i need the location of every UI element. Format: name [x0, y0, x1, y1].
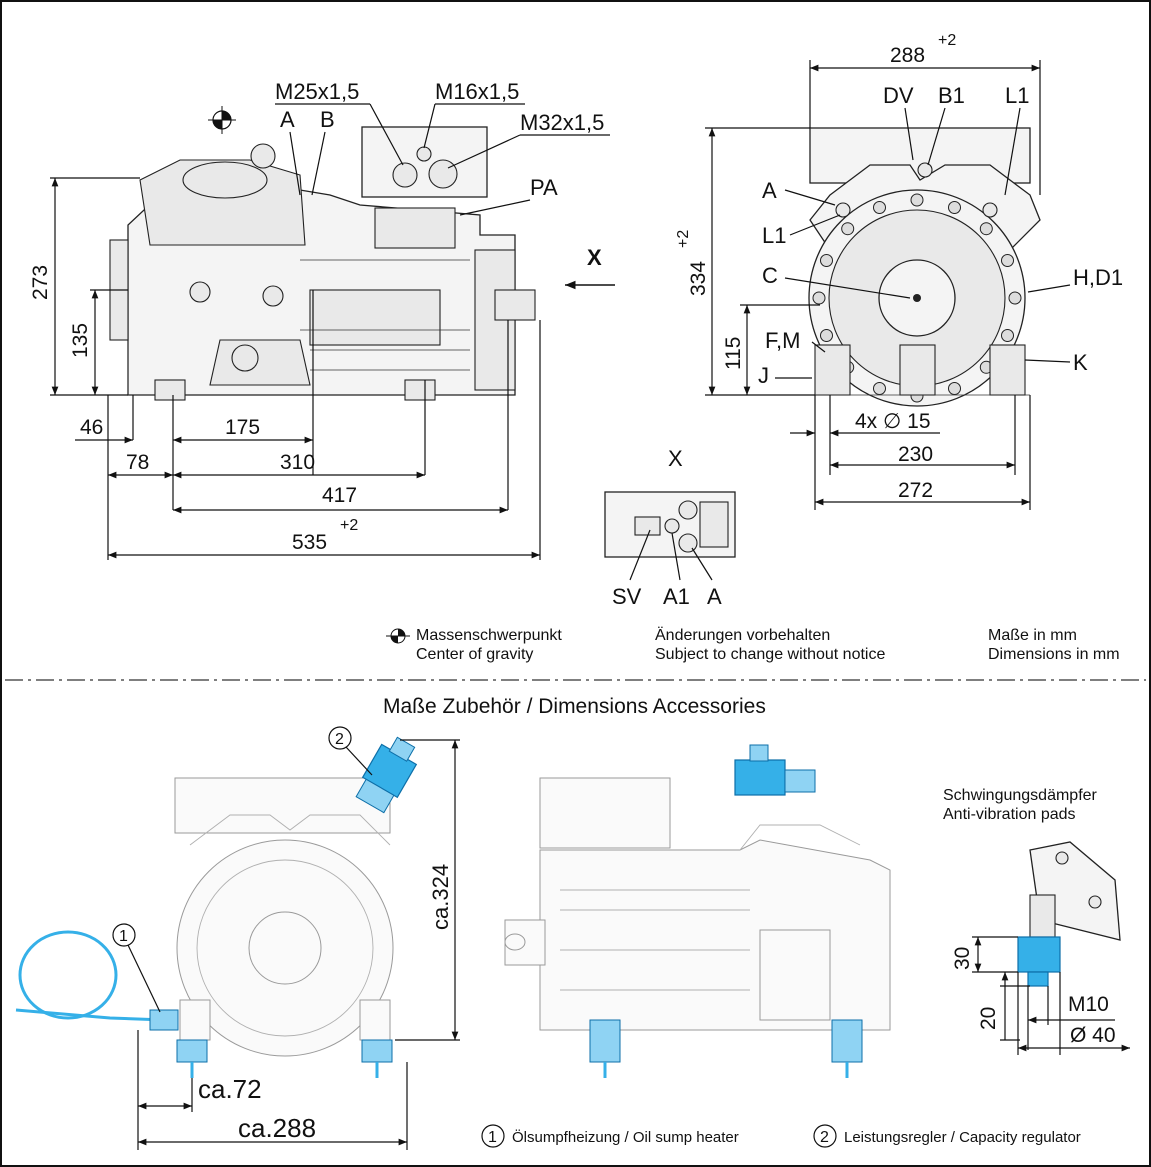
callout-1-circle — [112, 923, 136, 947]
bolt-hole — [1001, 254, 1014, 267]
dim-ca288: ca.288 — [238, 1113, 316, 1143]
dim-78: 78 — [126, 451, 149, 474]
bolt-hole — [948, 382, 961, 395]
dim-ca72: ca.72 — [198, 1074, 262, 1104]
port-label-pa: PA — [530, 175, 558, 200]
side-view-drawing — [109, 126, 536, 401]
callout-1: 1 — [119, 928, 128, 945]
callout-2-circle — [328, 726, 352, 750]
pad-detail-drawing — [1017, 841, 1121, 987]
bolt-hole — [910, 193, 924, 207]
oil-sump-heater — [15, 930, 179, 1031]
footer-callout-2-circle — [813, 1124, 837, 1148]
detail-label-a1: A1 — [663, 584, 690, 609]
bolt-hole — [820, 254, 833, 267]
bolt-hole — [873, 201, 886, 214]
bolt-hole — [1008, 291, 1022, 305]
footer-callout-2: 2 — [820, 1129, 829, 1146]
side-view-dimensions — [50, 177, 541, 560]
legend-change-en: Subject to change without notice — [655, 646, 885, 663]
bolt-hole — [841, 222, 855, 236]
bolt-hole — [873, 382, 886, 395]
label-c: C — [762, 263, 778, 288]
pad-dim-20: 20 — [977, 1007, 1000, 1030]
bolt-hole — [1001, 329, 1014, 342]
dim-46: 46 — [80, 416, 103, 439]
legend-cog-de: Massenschwerpunkt — [416, 627, 562, 644]
bolt-hole — [820, 329, 833, 342]
port-label-m25: M25x1,5 — [275, 79, 359, 104]
dim-288: 288 — [890, 44, 925, 67]
accessory-feet — [176, 1039, 393, 1078]
label-k: K — [1073, 350, 1088, 375]
center-of-gravity-icon — [208, 106, 236, 134]
pads-title-en: Anti-vibration pads — [943, 806, 1076, 823]
bolt-hole — [812, 291, 826, 305]
dim-535-tolerance: +2 — [340, 517, 358, 534]
dim-272: 272 — [898, 479, 933, 502]
detail-label-a: A — [707, 584, 722, 609]
footer-capacity-regulator: Leistungsregler / Capacity regulator — [844, 1129, 1081, 1146]
dim-135: 135 — [69, 323, 92, 358]
label-b1: B1 — [938, 83, 965, 108]
end-view-drawing — [808, 127, 1041, 407]
legend-cog-en: Center of gravity — [416, 646, 533, 663]
pad-dimensions — [972, 936, 1130, 1055]
label-j: J — [758, 363, 769, 388]
label-l1-top: L1 — [1005, 83, 1029, 108]
accessory-side-view — [504, 777, 891, 1031]
port-label-a: A — [280, 107, 295, 132]
view-x-label: X — [587, 245, 602, 270]
bolt-hole — [948, 201, 961, 214]
dim-334-tolerance: +2 — [675, 230, 692, 248]
dim-288-tolerance: +2 — [938, 32, 956, 49]
label-f-m: F,M — [765, 328, 800, 353]
label-l1-left: L1 — [762, 223, 786, 248]
dim-273: 273 — [29, 265, 52, 300]
port-label-m32: M32x1,5 — [520, 110, 604, 135]
legend-change-de: Änderungen vorbehalten — [655, 626, 830, 644]
dim-4x-hole: 4x ∅ 15 — [855, 410, 931, 433]
dim-310: 310 — [280, 451, 315, 474]
accessory-end-view — [174, 777, 394, 1057]
port-label-m16: M16x1,5 — [435, 79, 519, 104]
dim-ca324: ca.324 — [428, 864, 453, 930]
accessory-side-regulator — [734, 744, 816, 796]
label-dv: DV — [883, 83, 914, 108]
accessory-side-feet — [589, 1019, 863, 1078]
legend-units-de: Maße in mm — [988, 627, 1077, 644]
capacity-regulator — [355, 736, 418, 814]
dim-535: 535 — [292, 531, 327, 554]
port-label-b: B — [320, 107, 335, 132]
pad-dim-d40: Ø 40 — [1070, 1024, 1116, 1047]
dim-417: 417 — [322, 484, 357, 507]
dim-230: 230 — [898, 443, 933, 466]
pad-dim-m10: M10 — [1068, 993, 1109, 1016]
dim-175: 175 — [225, 416, 260, 439]
footer-oil-sump-heater: Ölsumpfheizung / Oil sump heater — [512, 1128, 739, 1146]
label-a: A — [762, 178, 777, 203]
end-view-dimensions — [705, 60, 1041, 510]
legend-units-en: Dimensions in mm — [988, 646, 1120, 663]
detail-label-sv: SV — [612, 584, 642, 609]
accessories-title: Maße Zubehör / Dimensions Accessories — [383, 695, 766, 718]
dim-334: 334 — [687, 261, 710, 296]
label-h-d1: H,D1 — [1073, 265, 1123, 290]
bolt-hole — [979, 222, 993, 236]
dim-115: 115 — [722, 337, 745, 370]
pad-dim-30: 30 — [951, 947, 974, 970]
callout-2: 2 — [335, 731, 344, 748]
accessory-dimensions — [137, 739, 460, 1150]
footer-callout-1-circle — [481, 1124, 505, 1148]
footer-callout-1: 1 — [488, 1129, 497, 1146]
legend-cog-icon — [386, 628, 410, 644]
pads-title-de: Schwingungsdämpfer — [943, 787, 1098, 804]
detail-x-drawing — [604, 491, 736, 558]
detail-x-title: X — [668, 446, 683, 471]
